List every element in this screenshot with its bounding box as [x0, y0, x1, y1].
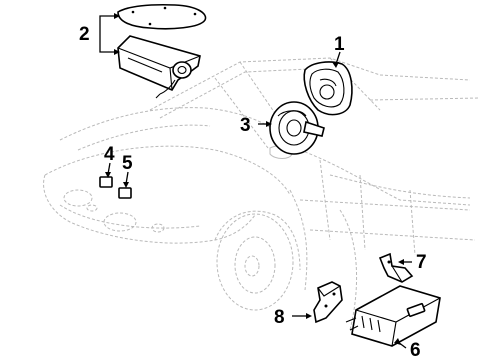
- front-impact-sensor-left: [99, 176, 113, 188]
- callout-7: 7: [416, 252, 427, 273]
- callout-1: 1: [334, 34, 345, 55]
- vehicle-outline: [43, 57, 481, 331]
- clockspring-assembly: [269, 101, 325, 155]
- airbag-control-module: [345, 285, 441, 347]
- callout-2: 2: [79, 24, 90, 45]
- passenger-airbag-module: [117, 3, 207, 99]
- callout-8: 8: [274, 307, 285, 328]
- callout-5: 5: [122, 153, 133, 174]
- callout-3: 3: [240, 115, 251, 136]
- driver-airbag-cover: [303, 61, 353, 116]
- callout-4: 4: [104, 144, 115, 165]
- callout-6: 6: [410, 340, 421, 360]
- mounting-bracket-upper: [378, 252, 414, 283]
- leader-lines: [99, 13, 412, 349]
- mounting-bracket-lower: [313, 281, 343, 324]
- front-impact-sensor-right: [118, 187, 132, 199]
